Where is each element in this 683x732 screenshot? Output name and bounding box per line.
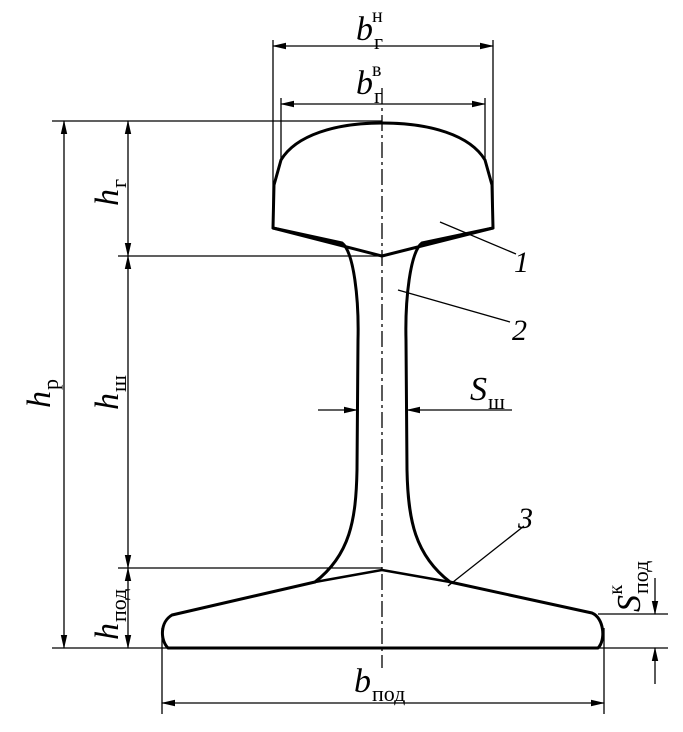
callout-number-base: 3: [517, 502, 533, 535]
label-head-height: hг: [89, 179, 131, 206]
callout-leader-head: [439, 221, 517, 255]
callout-leader-web: [397, 289, 511, 323]
label-head-width-lower: bгн: [356, 5, 383, 54]
label-base-width: bпод: [354, 663, 405, 706]
svg-text:hр: hр: [21, 379, 63, 408]
label-base-edge-thickness: Sподк: [605, 561, 653, 612]
svg-text:hг: hг: [89, 179, 131, 206]
callout-number-web: 2: [512, 314, 527, 347]
callout-leader-base: [447, 525, 525, 587]
head-web-junction-line: [271, 226, 495, 258]
svg-text:hпод: hпод: [89, 589, 131, 640]
svg-text:Sподк: Sподк: [605, 561, 653, 612]
rail-profile-outline: [161, 121, 605, 650]
callout-number-head: 1: [514, 246, 529, 279]
label-base-height: hпод: [89, 589, 131, 640]
label-head-width-upper: bгв: [356, 59, 383, 108]
label-web-height: hш: [89, 375, 131, 410]
svg-text:hш: hш: [89, 375, 131, 410]
label-web-thickness: Sш: [470, 371, 505, 414]
label-rail-height: hр: [21, 379, 63, 408]
